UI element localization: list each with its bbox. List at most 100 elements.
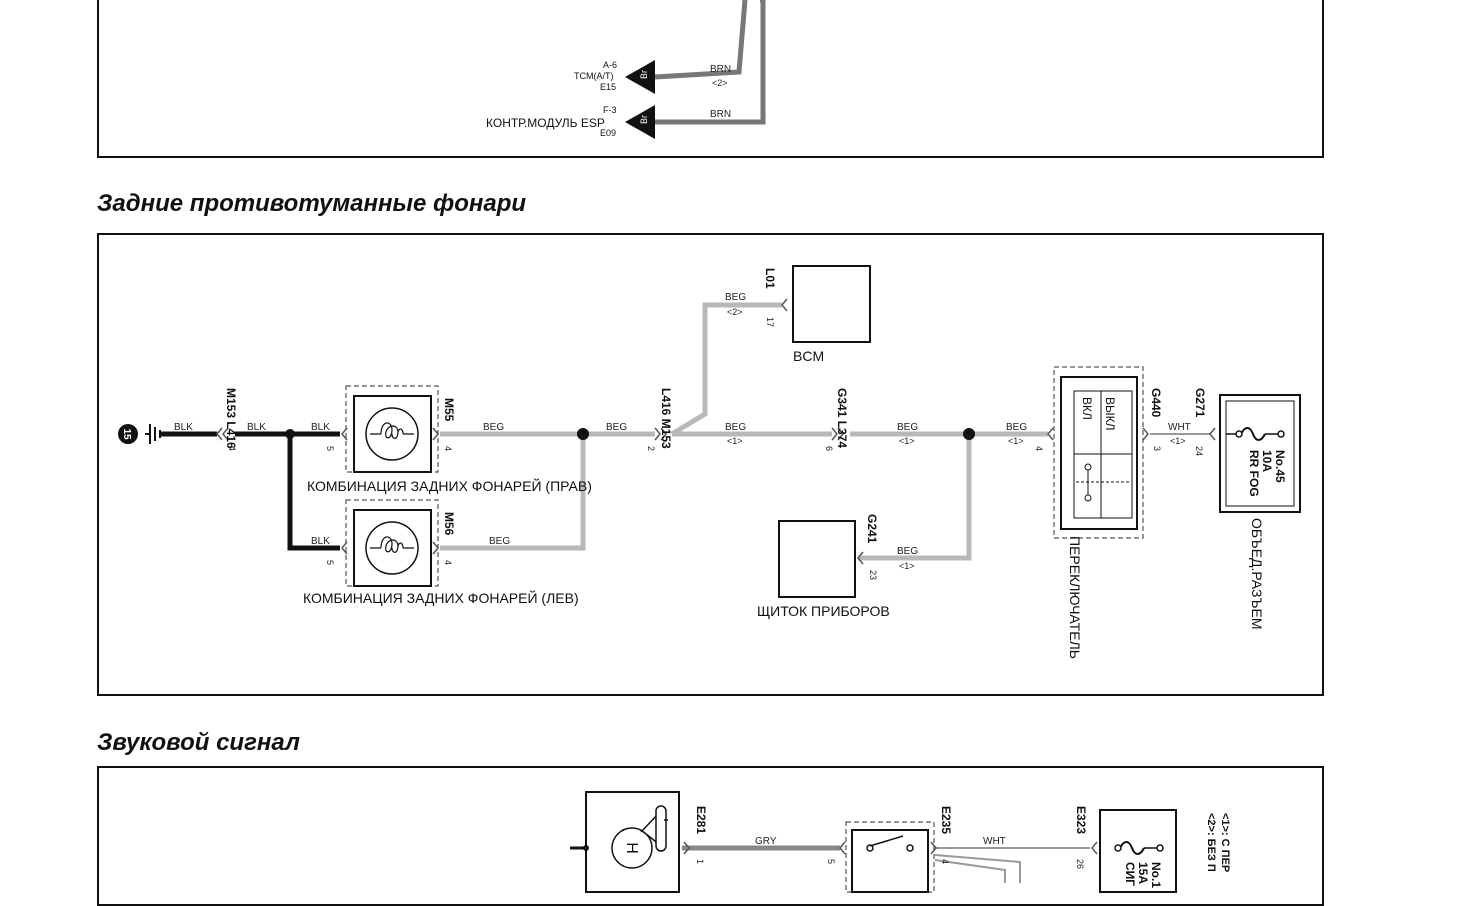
horn-fuse-number: No.1	[1149, 862, 1163, 888]
top-diagram: Br Br A-6 TCM(A/T) E15 BRN <2> F-3 КОНТР…	[486, 0, 766, 139]
pin-23: 23	[868, 570, 878, 580]
splice-2	[963, 428, 975, 440]
switch-dashed-outline	[1053, 366, 1144, 539]
lamp-left-label: КОМБИНАЦИЯ ЗАДНИХ ФОНАРЕЙ (ЛЕВ)	[303, 589, 579, 606]
switch-on-label: ВКЛ	[1080, 397, 1094, 420]
pin-4-b: 4	[443, 446, 453, 451]
pin-2: 2	[646, 446, 656, 451]
fuse-number: No.45	[1273, 450, 1287, 483]
fuse-box	[1219, 394, 1301, 513]
esp-wire	[655, 0, 766, 125]
horn-wire-wht: WHT	[983, 836, 1006, 847]
wire-label-beg-3: BEG	[606, 422, 627, 433]
wire-label-beg-5: BEG	[725, 422, 746, 433]
ground-id: 15	[121, 428, 132, 440]
connector-g440: G440	[1149, 388, 1163, 418]
wire-label-beg-7: BEG	[897, 546, 918, 557]
horn-wire-gry: GRY	[755, 836, 777, 847]
tcm-connector: E15	[600, 82, 616, 92]
pin-5-b: 5	[325, 560, 335, 565]
connector-e323: E323	[1074, 806, 1088, 834]
esp-arrow-glyph: Br	[639, 115, 649, 124]
option-2: <2>	[727, 307, 743, 317]
connector-m153-l416: M153 L416	[224, 388, 238, 449]
pin-4-a: 4	[227, 446, 237, 451]
connector-m55: M55	[442, 398, 456, 422]
esp-arrow-icon	[625, 105, 655, 139]
lamp-left-bulb-icon	[365, 521, 419, 575]
cluster-label: ЩИТОК ПРИБОРОВ	[757, 603, 890, 619]
esp-wire-color: BRN	[710, 109, 731, 120]
connector-l01: L01	[763, 268, 777, 289]
wire-label-beg-8: BEG	[1006, 422, 1027, 433]
horn-connector-chevrons	[683, 841, 1098, 855]
wire-label-blk-2: BLK	[247, 422, 266, 433]
switch-contact-icon	[1076, 463, 1130, 502]
tcm-option: <2>	[712, 78, 728, 88]
top-diagram-panel	[97, 0, 1324, 158]
horn-pin-4: 4	[940, 859, 950, 864]
ground-badge-icon	[118, 424, 138, 444]
tcm-arrow-icon	[625, 60, 655, 94]
connector-e235: E235	[939, 806, 953, 834]
pin-17: 17	[765, 317, 775, 327]
blk-splice	[285, 429, 295, 439]
fuse-amperage: 10A	[1260, 450, 1274, 472]
tcm-wire	[654, 0, 748, 80]
connector-g241: G241	[865, 514, 879, 544]
horn-pin-26: 26	[1075, 859, 1085, 869]
connector-g271: G271	[1193, 388, 1207, 418]
wire-label-beg-2: BEG	[489, 536, 510, 547]
esp-connector: E09	[600, 128, 616, 138]
horn-diagram: H No.1 15A СИГ GRY WHT E281 E235 E323 1 …	[570, 791, 1231, 893]
horn-pin-5: 5	[826, 859, 836, 864]
horn-note-2: <2>: БЕЗ П	[1205, 813, 1217, 872]
fog-section-title: Задние противотуманные фонари	[97, 190, 527, 217]
tcm-wire-color: BRN	[710, 64, 731, 75]
relay-switch-icon	[866, 835, 914, 852]
pin-3: 3	[1152, 446, 1162, 451]
fog-diagram: 15 BLK BLK BLK	[118, 265, 1301, 659]
horn-fuse-icon	[1114, 841, 1164, 855]
horn-fuse-name: СИГ	[1123, 862, 1137, 886]
pin-4-d: 4	[1034, 446, 1044, 451]
connector-chevrons	[216, 298, 1216, 565]
splice-1	[577, 428, 589, 440]
connector-e281: E281	[694, 806, 708, 834]
option-1-e: <1>	[1170, 436, 1186, 446]
joint-connector-label: ОБЪЕД.РАЗЪЕМ	[1249, 518, 1265, 630]
pin-24: 24	[1194, 446, 1204, 456]
lamp-right-bulb-icon	[365, 407, 419, 461]
pin-5-a: 5	[325, 446, 335, 451]
wire-label-wht: WHT	[1168, 422, 1191, 433]
option-1-a: <1>	[727, 436, 743, 446]
horn-icon	[611, 805, 668, 869]
esp-name: КОНТР.МОДУЛЬ ESP	[486, 116, 605, 130]
wire-label-blk-4: BLK	[311, 536, 330, 547]
option-1-d: <1>	[1008, 436, 1024, 446]
beg-wires	[440, 302, 1048, 561]
connector-m56: M56	[442, 512, 456, 536]
bcm-box	[792, 265, 871, 343]
esp-ref: F-3	[603, 105, 617, 115]
horn-pin-1: 1	[695, 859, 705, 864]
fuse-inner	[1225, 400, 1295, 507]
horn-ground-dot	[583, 845, 589, 851]
relay-box	[851, 829, 929, 893]
relay-feed-wires	[934, 854, 1021, 883]
pin-4-c: 4	[443, 560, 453, 565]
switch-off-label: ВЫКЛ	[1103, 397, 1117, 431]
cluster-box	[778, 520, 856, 598]
fuse-icon	[1226, 427, 1285, 441]
tcm-name: TCM(A/T)	[574, 71, 614, 81]
wire-label-beg-4: BEG	[725, 292, 746, 303]
switch-label: ПЕРЕКЛЮЧАТЕЛЬ	[1067, 536, 1083, 659]
wire-label-blk-1: BLK	[174, 422, 193, 433]
fuse-name: RR FOG	[1247, 450, 1261, 497]
connector-l416-m153: L416 M153	[659, 388, 673, 449]
horn-fuse-amperage: 15A	[1136, 862, 1150, 884]
horn-fuse-box	[1099, 809, 1177, 893]
lamp-right-label: КОМБИНАЦИЯ ЗАДНИХ ФОНАРЕЙ (ПРАВ)	[307, 477, 592, 494]
bcm-label: BCM	[793, 348, 824, 364]
tcm-arrow-glyph: Br	[639, 70, 649, 79]
